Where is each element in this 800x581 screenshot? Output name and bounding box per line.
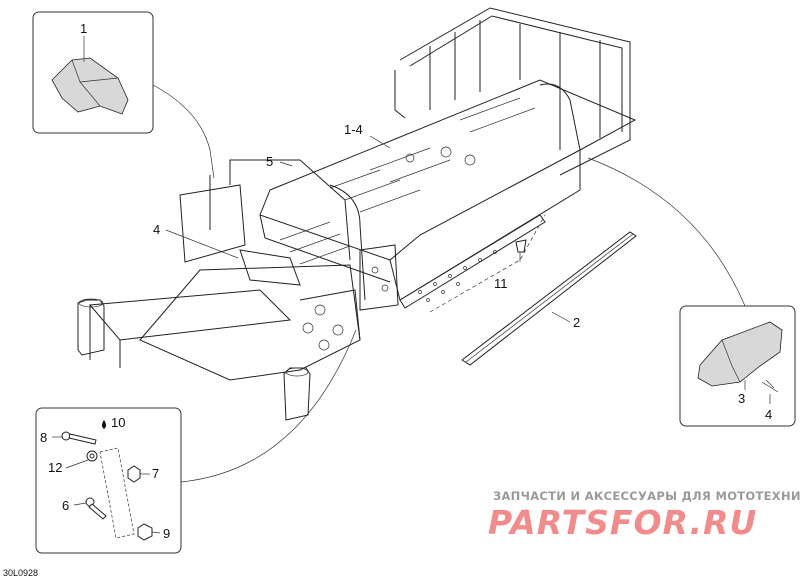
runner-part-2	[461, 231, 637, 366]
callout-3: 3	[738, 391, 745, 406]
leader-4	[165, 229, 239, 259]
callout-9: 9	[163, 526, 170, 541]
sled-frame	[77, 7, 637, 421]
leader-2	[551, 311, 571, 323]
leader-line-3	[587, 157, 746, 307]
callout-11: 11	[494, 276, 508, 291]
drawing-code: 30L0928	[3, 568, 38, 578]
callout-1-4: 1-4	[344, 122, 363, 137]
watermark-brand: PARTSFOR.RU	[488, 503, 757, 542]
callout-7: 7	[152, 466, 159, 481]
callout-2: 2	[573, 315, 580, 330]
inset-part-1: 1	[32, 11, 154, 134]
callout-4-main: 4	[153, 222, 160, 237]
watermark-tagline: ЗАПЧАСТИ И АКСЕССУАРЫ ДЛЯ МОТОТЕХНИКИ	[493, 489, 800, 503]
leader-5	[279, 161, 293, 167]
callout-6: 6	[62, 498, 69, 513]
inset-hardware: 8 10 12 7 6 9	[35, 407, 182, 554]
callout-1: 1	[80, 21, 87, 36]
callout-4-inset: 4	[765, 407, 772, 422]
leader-1-4	[369, 135, 391, 149]
leader-line-1	[152, 84, 215, 179]
callout-5: 5	[266, 154, 273, 169]
callout-8: 8	[40, 430, 47, 445]
callout-12: 12	[48, 460, 62, 475]
callout-10: 10	[111, 415, 125, 430]
leader-line-hardware	[180, 329, 357, 483]
inset-parts-3-4: 3 4	[679, 305, 796, 427]
